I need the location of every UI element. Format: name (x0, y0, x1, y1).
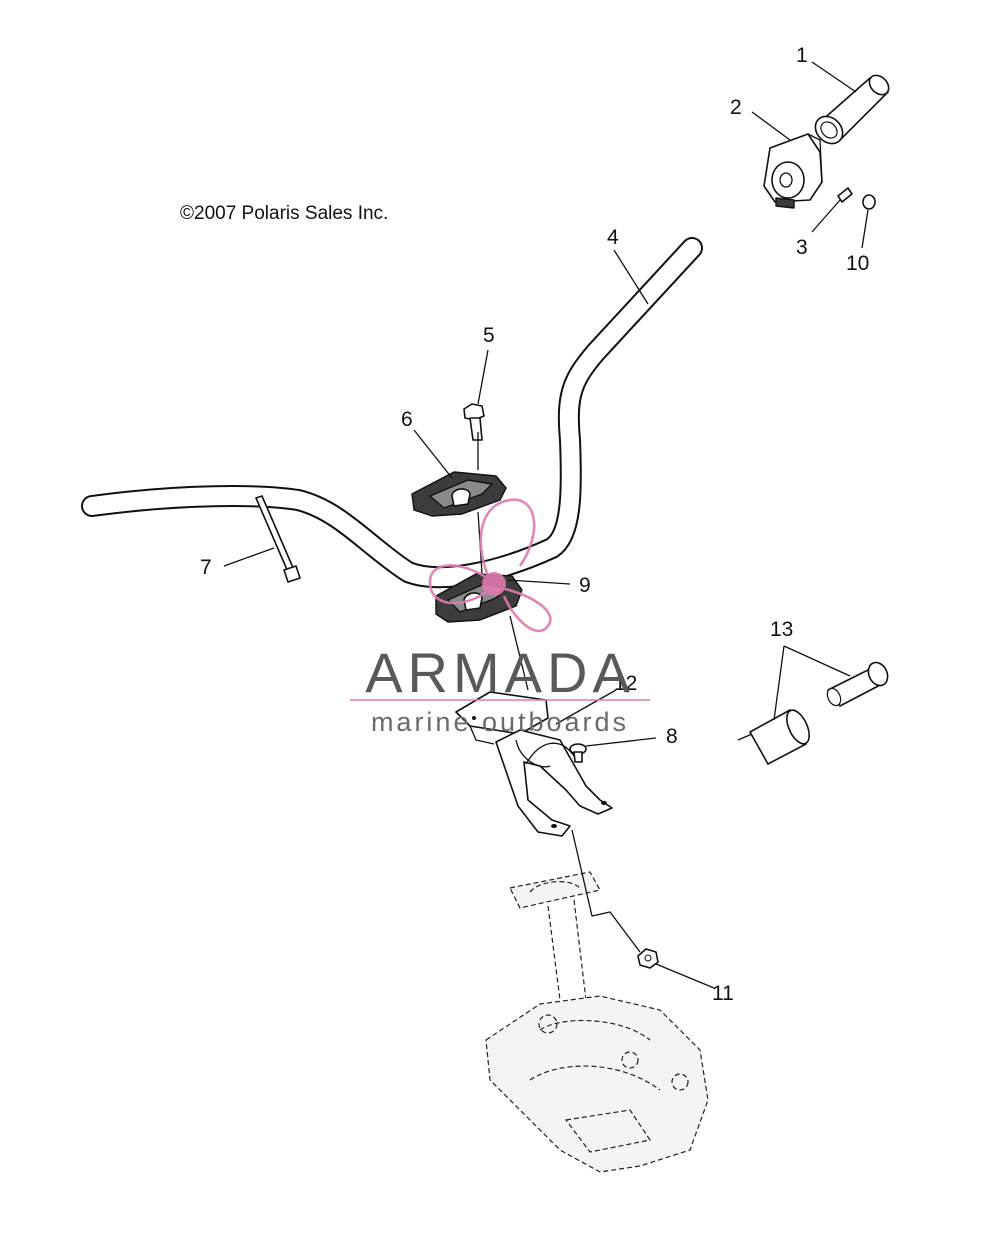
callout-1: 1 (796, 44, 808, 67)
watermark: ARMADA marine outboards (350, 498, 650, 737)
callout-7: 7 (200, 556, 212, 579)
part-6-upper-clamp (411, 471, 507, 517)
watermark-brand: ARMADA (365, 641, 635, 704)
part-1-grip (814, 74, 890, 145)
part-13-switch (737, 661, 889, 765)
callout-8: 8 (666, 725, 678, 748)
callout-11: 11 (712, 982, 734, 1005)
part-10-cap (862, 194, 876, 210)
callout-10: 10 (846, 252, 869, 275)
callout-12: 12 (614, 672, 637, 695)
part-2-throttle-housing (763, 133, 823, 209)
watermark-tagline: marine outboards (371, 707, 629, 737)
callout-6: 6 (401, 408, 413, 431)
callout-5: 5 (483, 324, 495, 347)
callout-9: 9 (579, 574, 591, 597)
part-5-bolt (463, 403, 485, 441)
part-8-small-bolt (569, 743, 587, 763)
part-4-handlebar (81, 237, 703, 589)
callout-13: 13 (770, 618, 793, 641)
part-11-nut (637, 948, 659, 969)
callout-2: 2 (730, 96, 742, 119)
propeller-logo (428, 498, 552, 633)
part-12-mount-bracket (455, 691, 613, 837)
reference-frame-dashed (485, 871, 709, 1173)
callout-3: 3 (796, 236, 808, 259)
callout-4: 4 (607, 226, 619, 249)
part-3-screw (837, 187, 853, 203)
callout-labels: 1 2 3 10 4 5 6 7 9 12 8 11 13 (200, 44, 869, 1005)
copyright-text: ©2007 Polaris Sales Inc. (180, 203, 388, 224)
leader-lines (223, 61, 869, 989)
part-7-long-bolt (255, 495, 301, 583)
